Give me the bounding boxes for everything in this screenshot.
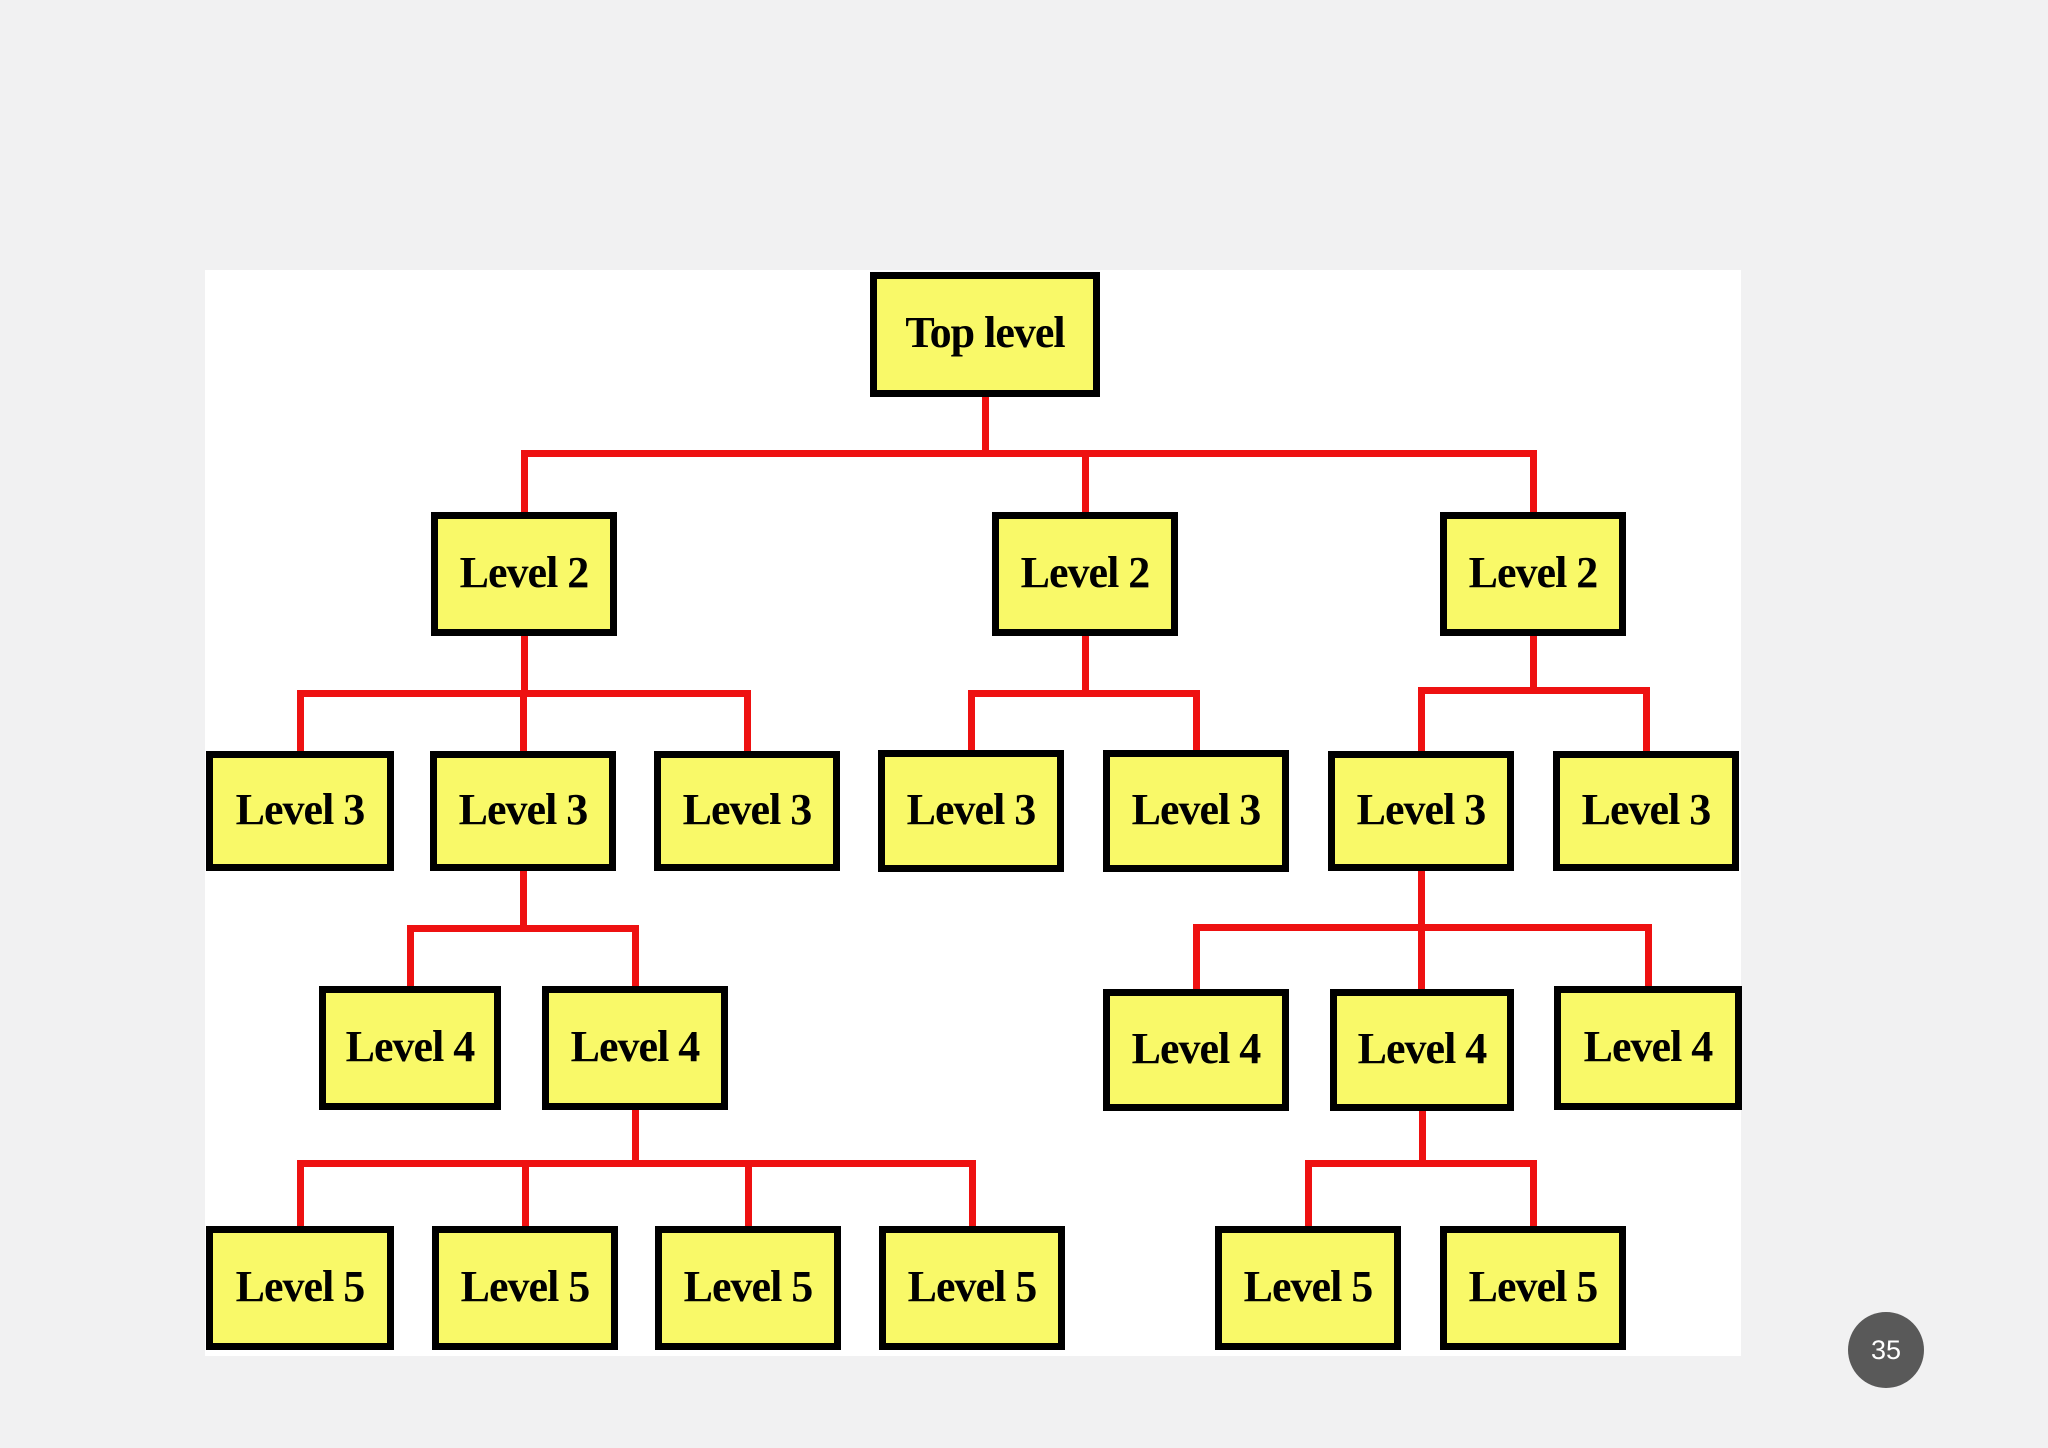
node-label: Level 3 [1131, 784, 1262, 834]
connector-line-vertical [407, 925, 414, 988]
node-label: Level 4 [1357, 1023, 1488, 1073]
node-label: Level 5 [1243, 1261, 1374, 1311]
connector-line-vertical [1643, 687, 1650, 752]
connector-line-vertical [297, 690, 304, 752]
connector-line-horizontal [521, 450, 1537, 457]
node-l3-6-level-3: Level 3 [1328, 751, 1514, 871]
node-label: Level 2 [459, 547, 590, 597]
connector-line-horizontal [1193, 924, 1652, 931]
node-l4-5-level-4: Level 4 [1554, 986, 1742, 1110]
node-label: Level 3 [682, 784, 813, 834]
connector-line-vertical [1418, 687, 1425, 752]
connector-line-vertical [1305, 1160, 1312, 1228]
node-label: Top level [905, 307, 1065, 357]
node-label: Level 4 [1131, 1023, 1262, 1073]
connector-line-horizontal [1305, 1160, 1537, 1167]
node-label: Level 2 [1468, 547, 1599, 597]
node-label: Level 5 [907, 1261, 1038, 1311]
node-l3-4-level-3: Level 3 [878, 750, 1064, 872]
connector-line-vertical [1082, 635, 1089, 697]
node-l5-2-level-5: Level 5 [432, 1226, 618, 1350]
connector-line-vertical [632, 1109, 639, 1167]
connector-line-vertical [745, 1160, 752, 1228]
connector-line-vertical [744, 690, 751, 752]
connector-line-horizontal [968, 690, 1200, 697]
connector-line-horizontal [407, 925, 639, 932]
connector-line-vertical [1082, 450, 1089, 513]
connector-line-vertical [522, 1160, 529, 1228]
node-label: Level 3 [1581, 784, 1712, 834]
page-number: 35 [1870, 1334, 1902, 1365]
node-label: Level 4 [570, 1021, 701, 1071]
node-label: Level 2 [1020, 547, 1151, 597]
node-label: Level 4 [345, 1021, 476, 1071]
node-l2-1-level-2: Level 2 [431, 512, 617, 636]
connector-line-vertical [1530, 1160, 1537, 1228]
node-label: Level 3 [235, 784, 366, 834]
connector-line-vertical [1419, 1110, 1426, 1167]
connector-line-vertical [520, 871, 527, 932]
node-label: Level 3 [1356, 784, 1487, 834]
node-l3-1-level-3: Level 3 [206, 751, 394, 871]
connector-line-vertical [632, 925, 639, 988]
node-l5-6-level-5: Level 5 [1440, 1226, 1626, 1350]
node-l3-7-level-3: Level 3 [1553, 751, 1739, 871]
node-top-top-level: Top level [870, 271, 1100, 397]
node-l4-3-level-4: Level 4 [1103, 989, 1289, 1111]
node-label: Level 5 [683, 1261, 814, 1311]
node-l4-4-level-4: Level 4 [1330, 989, 1514, 1111]
page-number-badge: 35 [1848, 1312, 1924, 1388]
connector-line-vertical [982, 397, 989, 457]
node-label: Level 4 [1583, 1021, 1714, 1071]
node-l5-4-level-5: Level 5 [879, 1226, 1065, 1350]
node-l4-1-level-4: Level 4 [319, 986, 501, 1110]
connector-line-vertical [1193, 690, 1200, 752]
node-l5-1-level-5: Level 5 [206, 1226, 394, 1350]
connector-line-vertical [1193, 924, 1200, 990]
node-l3-2-level-3: Level 3 [430, 751, 616, 871]
connector-line-vertical [520, 690, 527, 752]
connector-line-vertical [1530, 635, 1537, 694]
connector-line-horizontal [297, 1160, 976, 1167]
connector-line-vertical [968, 690, 975, 752]
node-label: Level 3 [458, 784, 589, 834]
connector-line-vertical [297, 1160, 304, 1228]
connector-line-vertical [521, 635, 528, 697]
node-l2-2-level-2: Level 2 [992, 512, 1178, 636]
node-label: Level 5 [235, 1261, 366, 1311]
node-label: Level 5 [460, 1261, 591, 1311]
connector-line-horizontal [1418, 687, 1650, 694]
node-l4-2-level-4: Level 4 [542, 986, 728, 1110]
node-label: Level 5 [1468, 1261, 1599, 1311]
connector-line-vertical [1645, 924, 1652, 990]
node-l3-3-level-3: Level 3 [654, 751, 840, 871]
node-label: Level 3 [906, 784, 1037, 834]
connector-line-vertical [521, 450, 528, 513]
node-l5-3-level-5: Level 5 [655, 1226, 841, 1350]
node-l5-5-level-5: Level 5 [1215, 1226, 1401, 1350]
connector-line-vertical [969, 1160, 976, 1228]
node-l3-5-level-3: Level 3 [1103, 750, 1289, 872]
connector-line-vertical [1530, 450, 1537, 513]
node-l2-3-level-2: Level 2 [1440, 512, 1626, 636]
connector-line-horizontal [297, 690, 751, 697]
